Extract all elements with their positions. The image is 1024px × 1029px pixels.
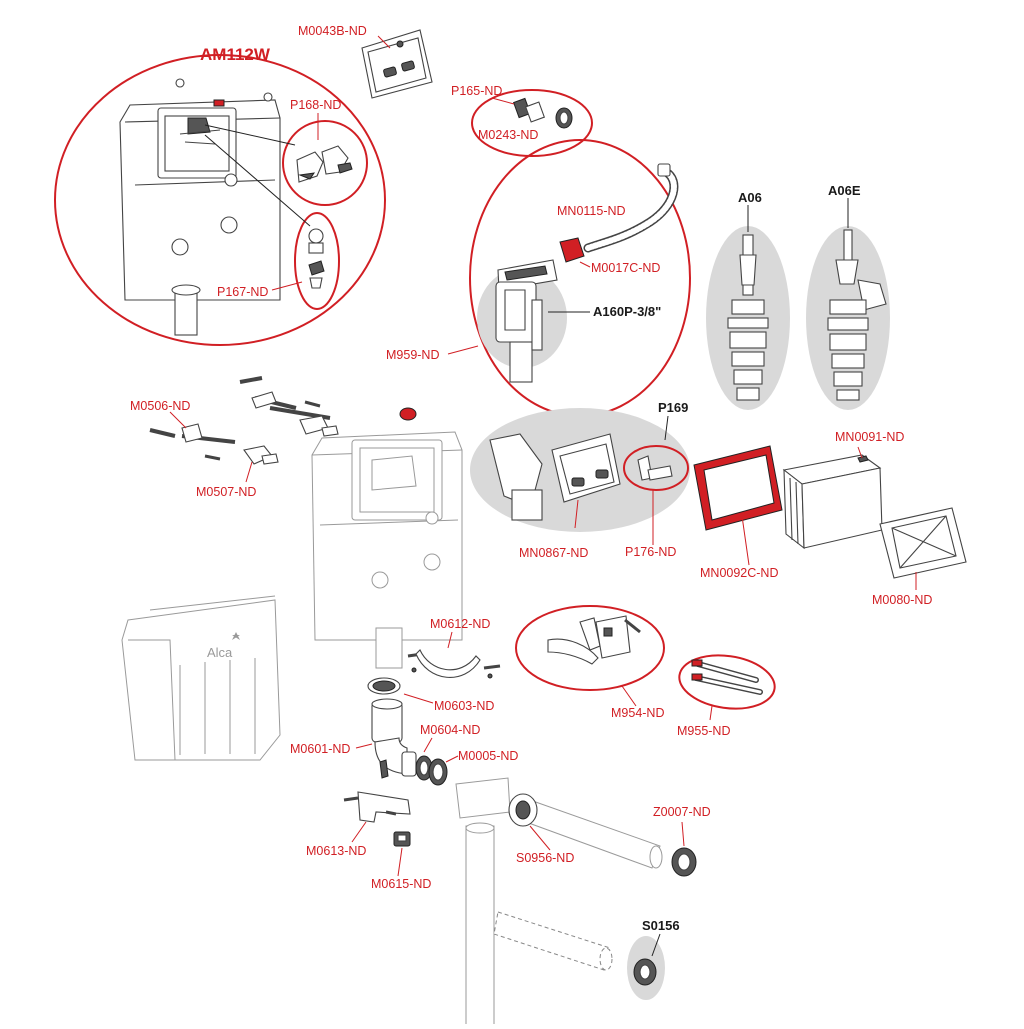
- p165-ring: [471, 89, 593, 157]
- m955-label: M955-ND: [677, 724, 731, 738]
- am112w-ring: [54, 54, 386, 346]
- z0007-label: Z0007-ND: [653, 805, 711, 819]
- m954-label: M954-ND: [611, 706, 665, 720]
- p169-label: P169: [658, 400, 688, 415]
- m954-part: [547, 615, 641, 665]
- a160p-label: A160P-3/8": [593, 304, 661, 319]
- s0956-label: S0956-ND: [516, 851, 574, 865]
- am112w-cistern: [119, 78, 281, 336]
- alca-box: [121, 595, 281, 761]
- m959-label: M959-ND: [386, 348, 440, 362]
- mn0867-label: MN0867-ND: [519, 546, 588, 560]
- p169-parts: [489, 433, 621, 521]
- m0612-bracket: [407, 649, 501, 679]
- p176-ring: [623, 445, 689, 491]
- m0080-plate: [879, 507, 967, 579]
- m0017c-label: M0017C-ND: [591, 261, 660, 275]
- mn0091-box: [782, 454, 883, 550]
- p165-label: P165-ND: [451, 84, 502, 98]
- alca-brand-text: Alca: [207, 645, 233, 660]
- m0005-label: M0005-ND: [458, 749, 518, 763]
- flush-pipes: [455, 777, 663, 1027]
- p167-part: [308, 228, 325, 289]
- a06e-part: [827, 229, 887, 401]
- m0243-part: [512, 97, 573, 129]
- m0612-label: M0612-ND: [430, 617, 490, 631]
- s0956-ring: [508, 793, 538, 827]
- alca-star-icon: [232, 632, 240, 640]
- m955-part: [691, 659, 763, 695]
- m0017c-clip: [559, 237, 585, 263]
- a06-label: A06: [738, 190, 762, 205]
- m0615-label: M0615-ND: [371, 877, 431, 891]
- m0601-label: M0601-ND: [290, 742, 350, 756]
- m955-ring: [678, 654, 776, 710]
- m0615-clip: [393, 831, 411, 847]
- p176-label: P176-ND: [625, 545, 676, 559]
- mn0092c-frame: [693, 445, 783, 531]
- mn0115-label: MN0115-ND: [557, 204, 626, 218]
- p168-part: [296, 145, 353, 183]
- am112w-group: AM112W P168-ND: [54, 45, 386, 346]
- m0043b-label: M0043B-ND: [298, 24, 367, 38]
- m0080-label: M0080-ND: [872, 593, 932, 607]
- m0603-ring-part: [367, 677, 401, 695]
- a06e-label: A06E: [828, 183, 861, 198]
- am112w-title: AM112W: [200, 45, 271, 64]
- m0603-label: M0603-ND: [434, 699, 494, 713]
- m0506-screws: [149, 376, 339, 465]
- p167-ring: [294, 212, 340, 310]
- mn0115-hose: [583, 163, 679, 253]
- m0613-label: M0613-ND: [306, 844, 366, 858]
- m0243-label: M0243-ND: [478, 128, 538, 142]
- p167-label: P167-ND: [217, 285, 268, 299]
- m0613-bracket: [343, 791, 411, 823]
- m0507-label: M0507-ND: [196, 485, 256, 499]
- m0604-seal: [415, 755, 433, 781]
- m0506-label: M0506-ND: [130, 399, 190, 413]
- m954-ring: [515, 605, 665, 691]
- p176-part: [637, 455, 673, 481]
- a160p-valve: [477, 259, 567, 383]
- z0007-nut: [671, 847, 697, 877]
- s0156-label: S0156: [642, 918, 680, 933]
- mn0091-label: MN0091-ND: [835, 430, 904, 444]
- m0604-label: M0604-ND: [420, 723, 480, 737]
- m0601-elbow: [371, 698, 417, 779]
- p168-label: P168-ND: [290, 98, 341, 112]
- m0043b-plate: [361, 29, 433, 99]
- p168-ring: [282, 120, 368, 206]
- a06-part: [727, 234, 769, 401]
- mn0092c-label: MN0092C-ND: [700, 566, 779, 580]
- s0156-nut: [633, 958, 657, 986]
- m0005-seal: [428, 758, 448, 786]
- central-cistern: [311, 407, 463, 669]
